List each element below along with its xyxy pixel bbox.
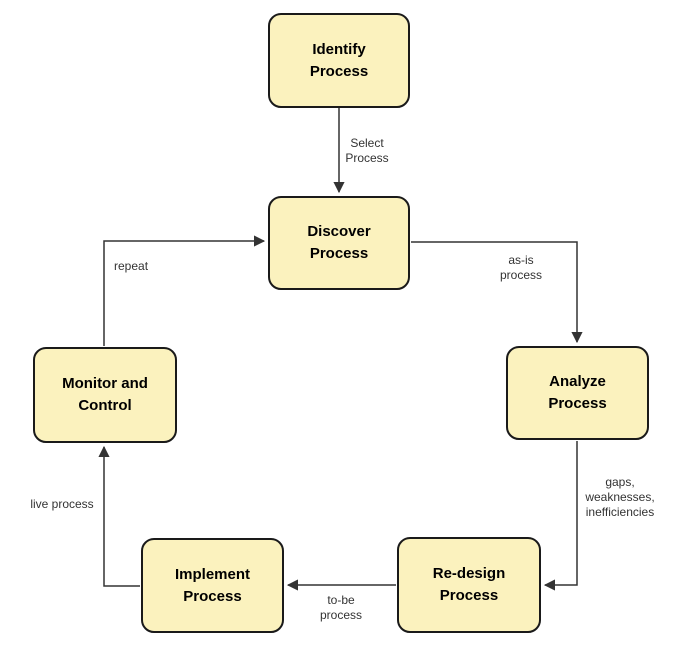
node-discover-process-label: Discover Process [307,223,371,262]
node-analyze-process[interactable]: Analyze Process [506,346,649,440]
node-monitor-and-control-label: Monitor and Control [62,375,148,414]
node-discover-process[interactable]: Discover Process [268,196,410,290]
node-monitor-and-control[interactable]: Monitor and Control [33,347,177,443]
edge-label-as-is-process: as-is process [499,253,543,282]
edge-discover-to-analyze [411,241,583,344]
edge-analyze-to-redesign [543,441,578,591]
node-redesign-process-label: Re-design Process [432,565,506,604]
node-redesign-process[interactable]: Re-design Process [397,537,541,633]
node-identify-process-label: Identify Process [309,40,369,80]
edge-label-live-process: live process [30,497,94,511]
edge-implement-to-monitor [98,445,140,587]
edge-monitor-to-discover [103,235,266,346]
node-analyze-process-label: Analyze Process [548,373,607,412]
edge-label-repeat: repeat [114,259,149,273]
edge-label-to-be-process: to-be process [319,593,363,622]
node-identify-process[interactable]: Identify Process [268,13,410,108]
node-implement-process[interactable]: Implement Process [141,538,284,633]
edge-label-select-process: Select Process [345,136,389,165]
edge-label-gaps-weaknesses-inefficiencies: gaps, weaknesses, inefficiencies [585,475,655,519]
node-implement-process-label: Implement Process [174,565,250,605]
